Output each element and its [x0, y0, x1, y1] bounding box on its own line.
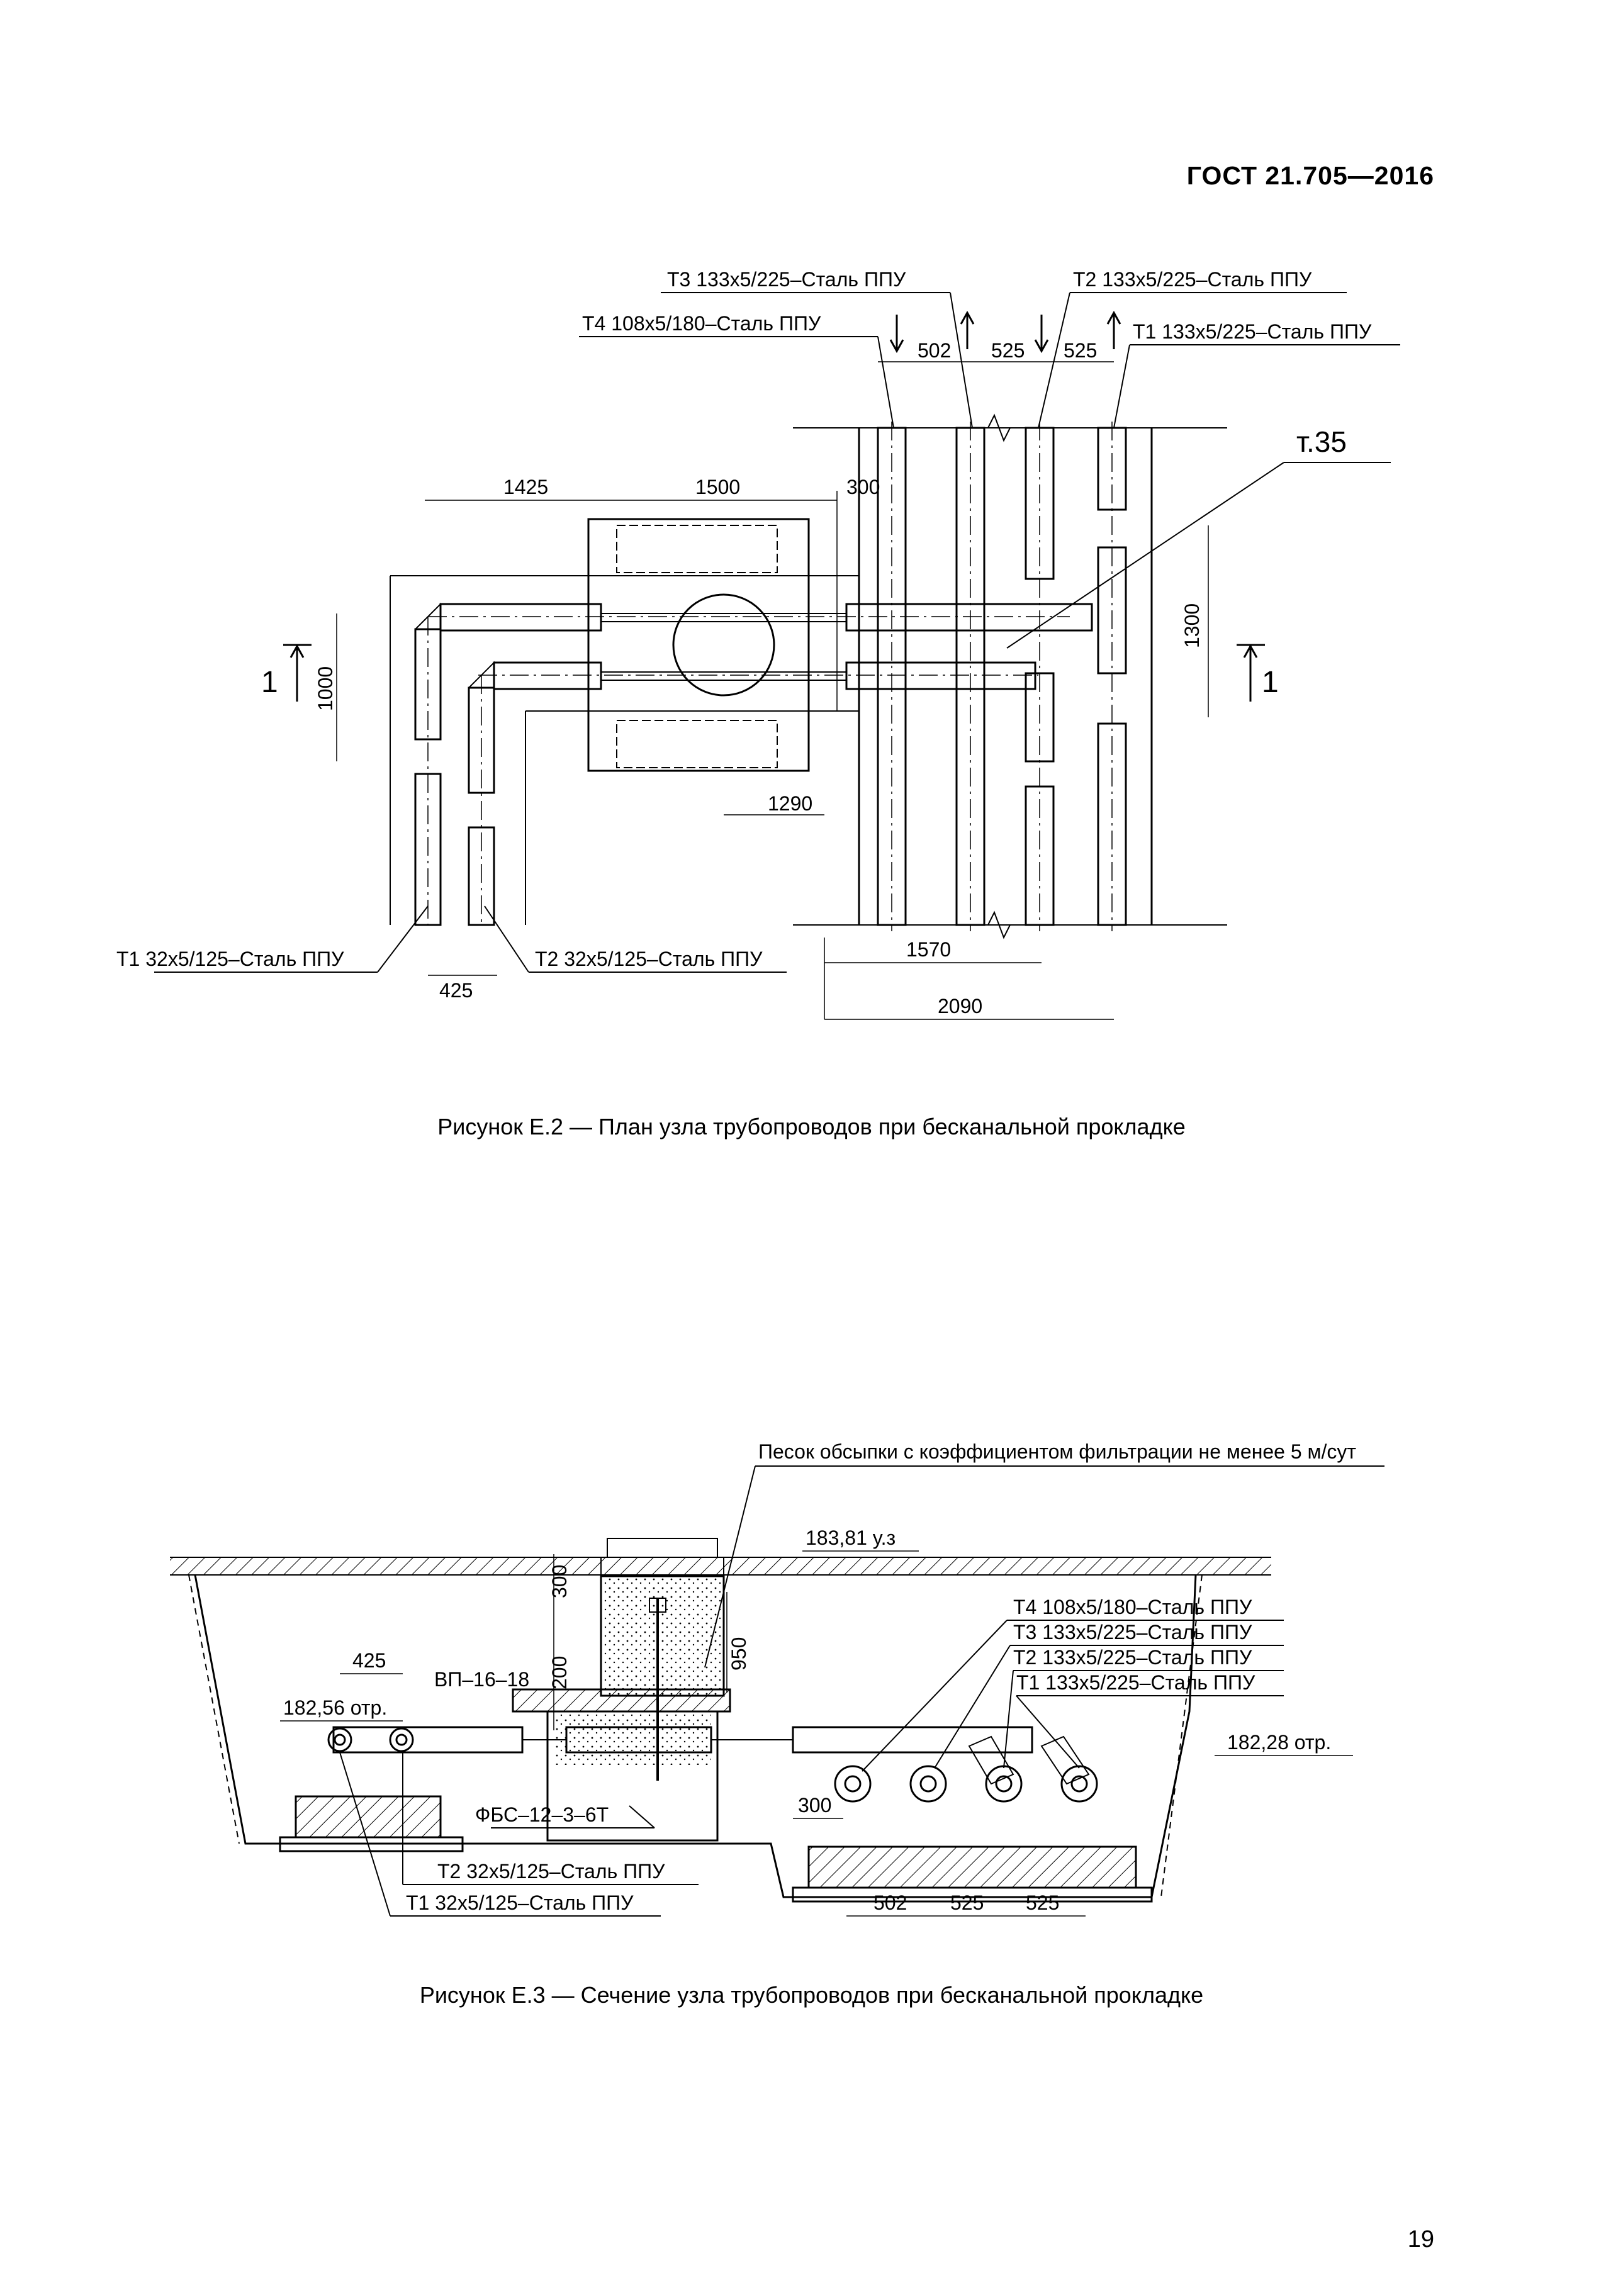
section-dim-425: 425 — [352, 1649, 386, 1672]
plan-label-t1-small: Т1 32х5/125–Сталь ППУ — [116, 948, 344, 970]
page-number: 19 — [1407, 2226, 1434, 2253]
section-label-t1: Т1 133х5/225–Сталь ППУ — [1016, 1671, 1255, 1694]
figure-e2-caption: Рисунок Е.2 — План узла трубопроводов пр… — [437, 1114, 1186, 1140]
plan-label-t2: Т2 133х5/225–Сталь ППУ — [1073, 268, 1312, 291]
section-sand-note: Песок обсыпки с коэффициентом фильтрации… — [758, 1440, 1356, 1463]
section-dim-525b: 525 — [1026, 1891, 1059, 1914]
plan-label-t2-small: Т2 32х5/125–Сталь ППУ — [535, 948, 763, 970]
figure-e3-section — [170, 1465, 1384, 1917]
vertical-pipes — [877, 427, 1127, 926]
section-dim-525a: 525 — [950, 1891, 984, 1914]
section-elev-left: 182,56 отр. — [283, 1696, 387, 1719]
plan-section-mark-right: 1 — [1262, 666, 1279, 699]
plan-dim-525a: 525 — [991, 339, 1025, 362]
plan-dim-300: 300 — [846, 476, 880, 498]
section-label-t4: Т4 108х5/180–Сталь ППУ — [1013, 1596, 1252, 1618]
plan-dim-425: 425 — [439, 979, 473, 1002]
plan-dim-1425: 1425 — [503, 476, 548, 498]
plan-dim-1000: 1000 — [314, 666, 337, 711]
plan-dim-502: 502 — [918, 339, 951, 362]
figure-e2-plan — [154, 292, 1400, 1020]
plan-label-t3: Т3 133х5/225–Сталь ППУ — [667, 268, 906, 291]
section-label-t2-small: Т2 32х5/125–Сталь ППУ — [437, 1860, 665, 1883]
plan-dim-2090: 2090 — [938, 995, 982, 1017]
section-elev-right: 182,28 отр. — [1227, 1731, 1331, 1754]
plan-point-label: т.35 — [1296, 425, 1347, 458]
section-block-label: ФБС–12–3–6Т — [475, 1803, 609, 1826]
figure-e3-caption: Рисунок Е.3 — Сечение узла трубопроводов… — [419, 1982, 1204, 2008]
section-dim-300-top: 300 — [548, 1565, 571, 1598]
section-dim-300: 300 — [798, 1794, 831, 1817]
plan-label-t1: Т1 133х5/225–Сталь ППУ — [1133, 320, 1372, 343]
plan-dim-1570: 1570 — [906, 938, 951, 961]
document-header: ГОСТ 21.705—2016 — [1186, 161, 1434, 190]
plan-dim-525b: 525 — [1064, 339, 1097, 362]
section-dim-200: 200 — [548, 1656, 571, 1689]
section-elev-ground: 183,81 у.з — [806, 1526, 896, 1549]
section-dim-950: 950 — [727, 1637, 750, 1671]
plan-dim-1500: 1500 — [695, 476, 740, 498]
plan-label-t4: Т4 108х5/180–Сталь ППУ — [582, 312, 821, 335]
section-dim-502: 502 — [873, 1891, 907, 1914]
plan-dim-1290: 1290 — [768, 792, 812, 815]
section-label-t1-small: Т1 32х5/125–Сталь ППУ — [406, 1891, 634, 1914]
plan-section-mark-left: 1 — [261, 666, 278, 699]
plan-dim-1300: 1300 — [1181, 603, 1203, 648]
section-label-t3: Т3 133х5/225–Сталь ППУ — [1013, 1621, 1252, 1644]
section-slab-label: ВП–16–18 — [434, 1668, 529, 1691]
section-label-t2: Т2 133х5/225–Сталь ППУ — [1013, 1646, 1252, 1669]
